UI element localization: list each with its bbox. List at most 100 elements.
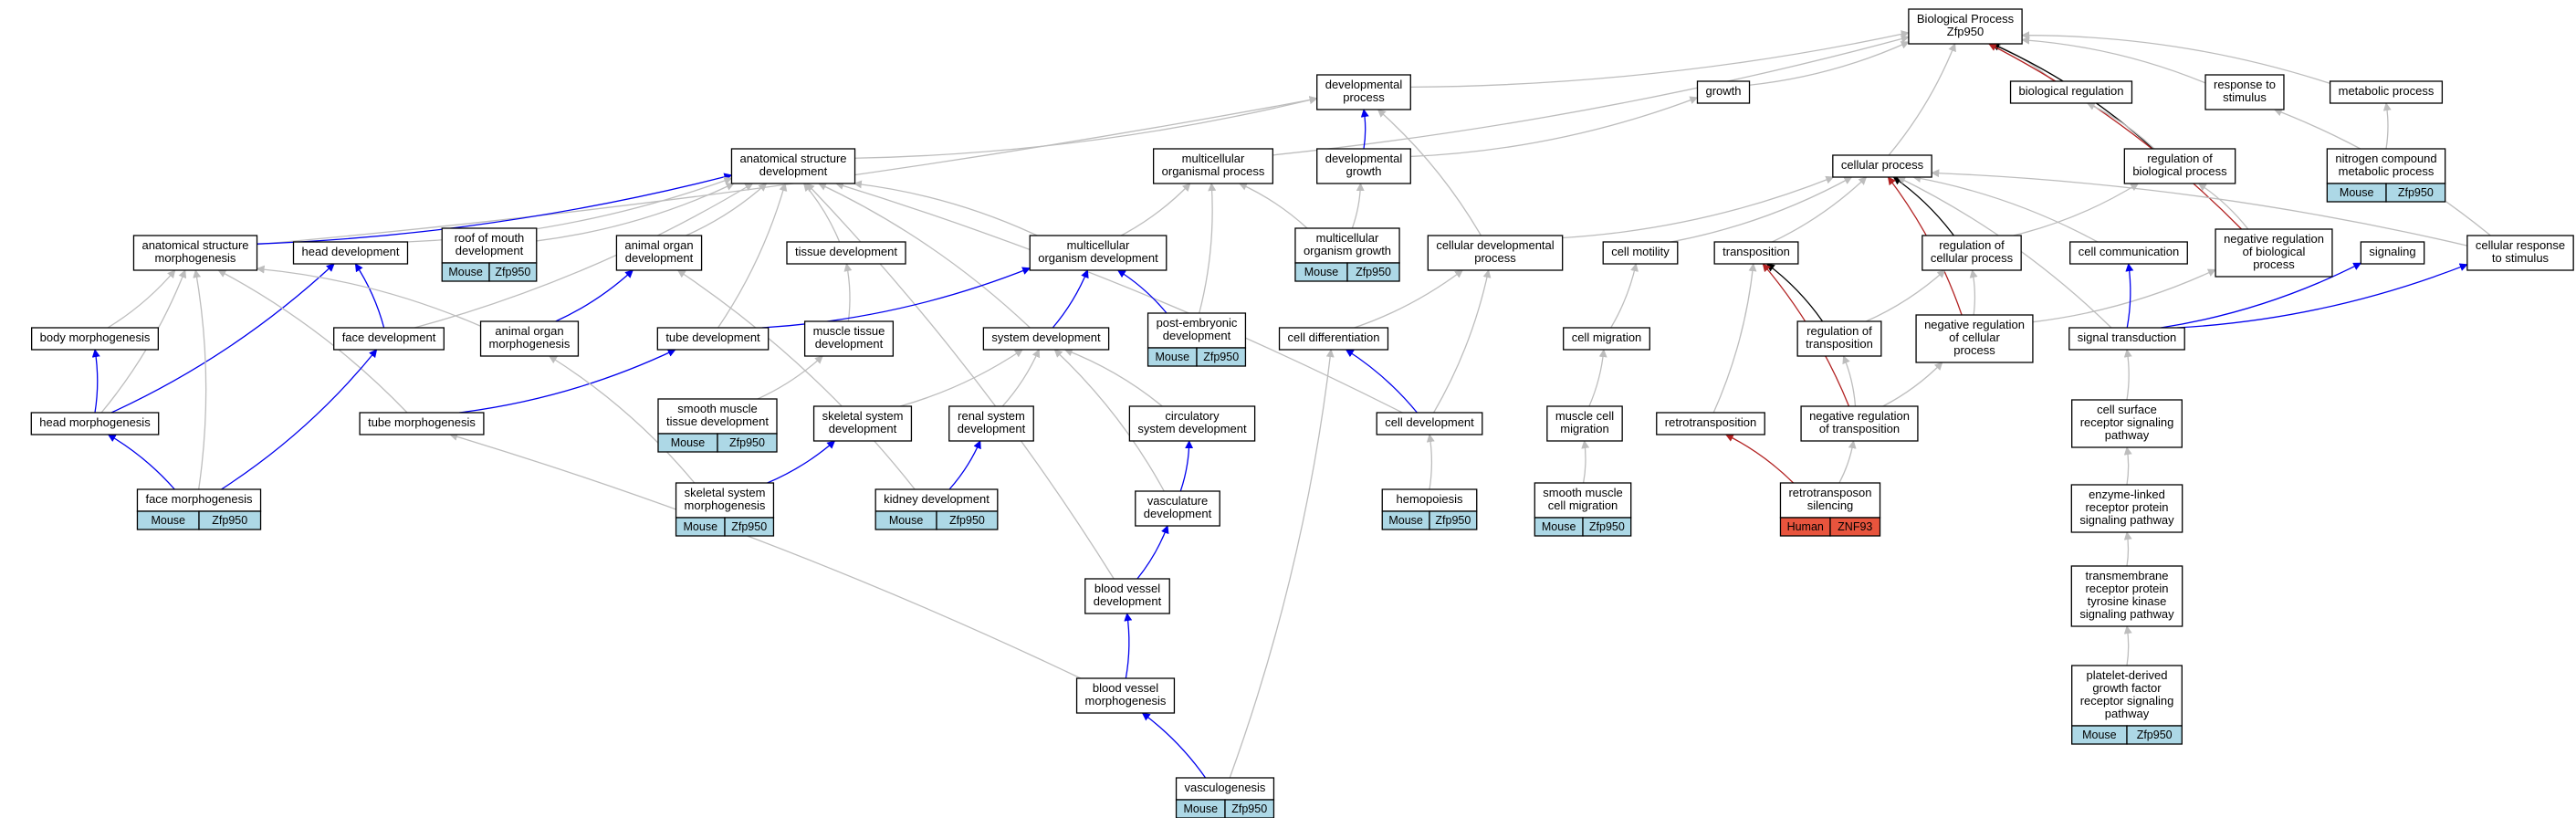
- term-node-celldiff[interactable]: cell differentiation: [1278, 327, 1389, 351]
- term-label-line: pathway: [2105, 428, 2150, 442]
- term-label-line: to stimulus: [2492, 251, 2550, 265]
- term-label-line: regulation of: [1939, 238, 2005, 252]
- term-label-line: biological regulation: [2019, 84, 2124, 98]
- term-box: [1602, 241, 1679, 265]
- term-node-cellmot[interactable]: cell motility: [1602, 241, 1679, 265]
- edge-skelmorph-to-aomorph: [548, 355, 696, 484]
- term-label-line: receptor protein: [2085, 500, 2168, 514]
- term-node-tubedev[interactable]: tube development: [656, 327, 770, 351]
- term-label-line: receptor signaling: [2080, 415, 2174, 429]
- edge-vascdev-to-sysdev: [1053, 349, 1165, 492]
- term-label-line: organism growth: [1304, 244, 1391, 257]
- term-node-sigtrans[interactable]: signal transduction: [2068, 327, 2185, 351]
- edge-sysdev-to-anatdev: [818, 183, 1031, 329]
- term-label-line: biological process: [2132, 164, 2227, 178]
- term-node-metab[interactable]: metabolic process: [2329, 80, 2444, 104]
- term-label-line: renal system: [958, 409, 1025, 423]
- term-node-headmorph[interactable]: head morphogenesis: [30, 412, 160, 435]
- term-label-line: smooth muscle: [677, 402, 757, 415]
- term-label-line: skeletal system: [685, 486, 766, 499]
- term-box: [1800, 405, 1919, 442]
- term-node-cellmig[interactable]: cell migration: [1563, 327, 1650, 351]
- term-label-line: body morphogenesis: [40, 330, 151, 344]
- edge-vascdev-to-circ: [1179, 440, 1194, 492]
- edge-celldevproc-to-devproc: [1377, 109, 1482, 236]
- term-box: [1029, 235, 1168, 271]
- term-node-bioreg[interactable]: biological regulation: [2009, 80, 2133, 104]
- edge-sysdev-to-mcodev: [1052, 269, 1089, 329]
- term-label-line: nitrogen compound: [2335, 152, 2436, 165]
- term-box: [30, 412, 160, 435]
- term-node-celldev[interactable]: cell development: [1376, 412, 1483, 435]
- term-node-transp[interactable]: transposition: [1713, 241, 1799, 265]
- edge-negregtransp-to-regtransp: [1842, 355, 1857, 407]
- term-label-line: skeletal system: [822, 409, 904, 423]
- term-node-retro[interactable]: retrotransposition: [1656, 412, 1765, 435]
- term-node-cellproc[interactable]: cellular process: [1832, 154, 1932, 178]
- edge-vasculo-to-celldiff: [1229, 349, 1335, 779]
- edge-devproc-to-bp: [1410, 30, 1910, 89]
- term-label-line: muscle tissue: [813, 324, 885, 338]
- species-label: Mouse: [151, 514, 185, 527]
- edge-vasculo-to-bvmorph: [1141, 712, 1207, 779]
- term-label-line: negative regulation: [1809, 409, 1910, 423]
- term-node-growth[interactable]: growth: [1696, 80, 1751, 104]
- term-node-cellcomm[interactable]: cell communication: [2069, 241, 2188, 265]
- term-node-tissuedev[interactable]: tissue development: [786, 241, 906, 265]
- term-node-signaling[interactable]: signaling: [2360, 241, 2425, 265]
- term-label-line: negative regulation: [1924, 318, 2025, 331]
- term-label-line: development: [1144, 507, 1212, 520]
- term-node-tubemorph[interactable]: tube morphogenesis: [359, 412, 485, 435]
- term-node-bodymorph[interactable]: body morphogenesis: [30, 327, 160, 351]
- term-box: [1294, 227, 1400, 264]
- term-node-sysdev[interactable]: system development: [982, 327, 1110, 351]
- term-node-headdev[interactable]: head development: [292, 241, 409, 265]
- term-node-facedev[interactable]: face development: [333, 327, 445, 351]
- term-box: [30, 327, 160, 351]
- edge-sigtrans-to-cellcomm: [2125, 263, 2134, 329]
